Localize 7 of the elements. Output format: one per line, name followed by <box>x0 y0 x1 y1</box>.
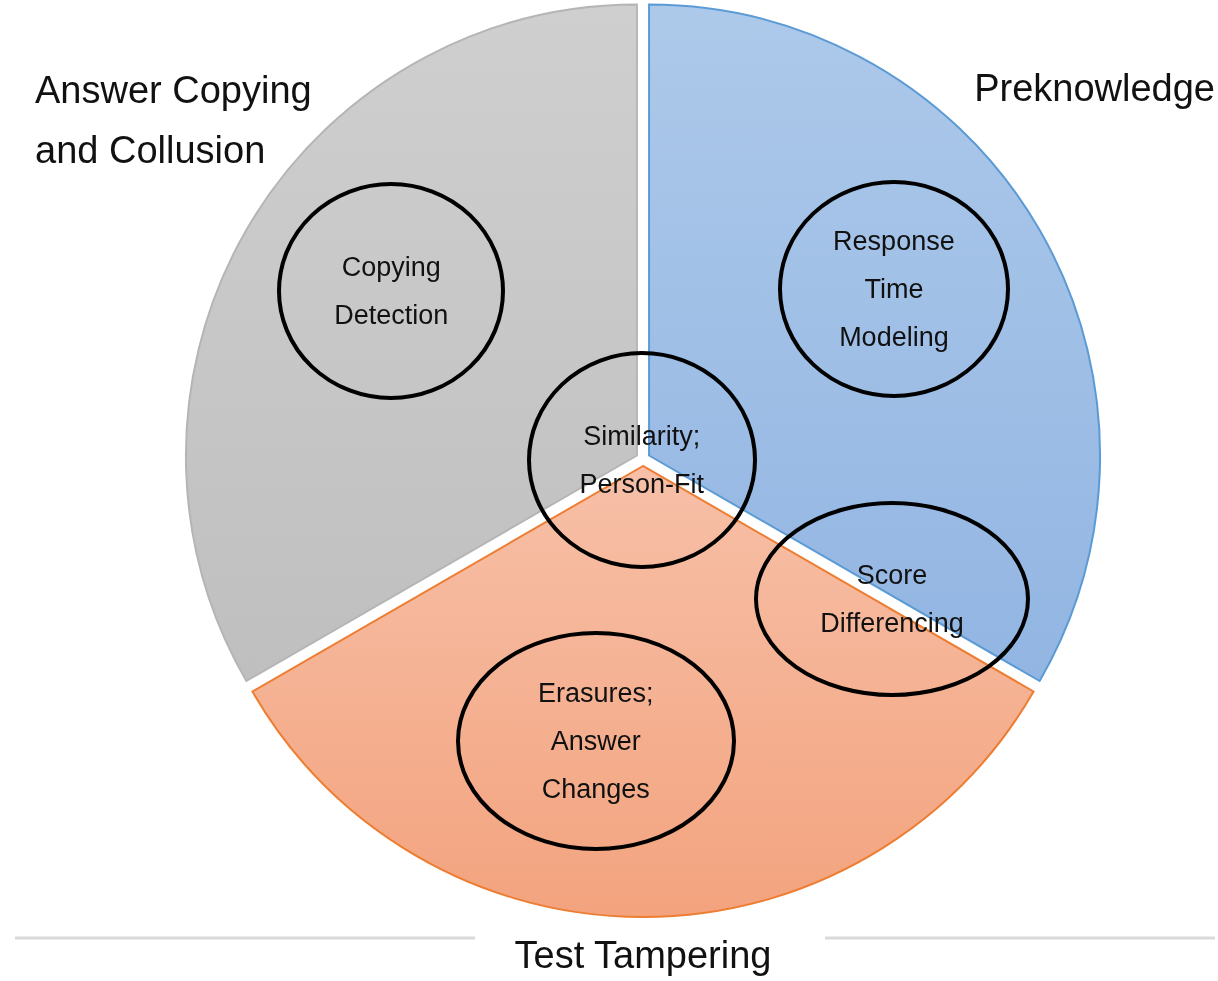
sector-title: Answer Copying and Collusion <box>35 68 313 173</box>
circle-label: Similarity; Person-Fit <box>578 420 706 501</box>
circle-label: Erasures; Answer Changes <box>537 677 655 806</box>
circle-label: Copying Detection <box>333 251 450 332</box>
circle-label: Response Time Modeling <box>832 225 956 354</box>
sector-title: Preknowledge <box>973 66 1215 111</box>
sector-title: Test Tampering <box>513 933 773 978</box>
